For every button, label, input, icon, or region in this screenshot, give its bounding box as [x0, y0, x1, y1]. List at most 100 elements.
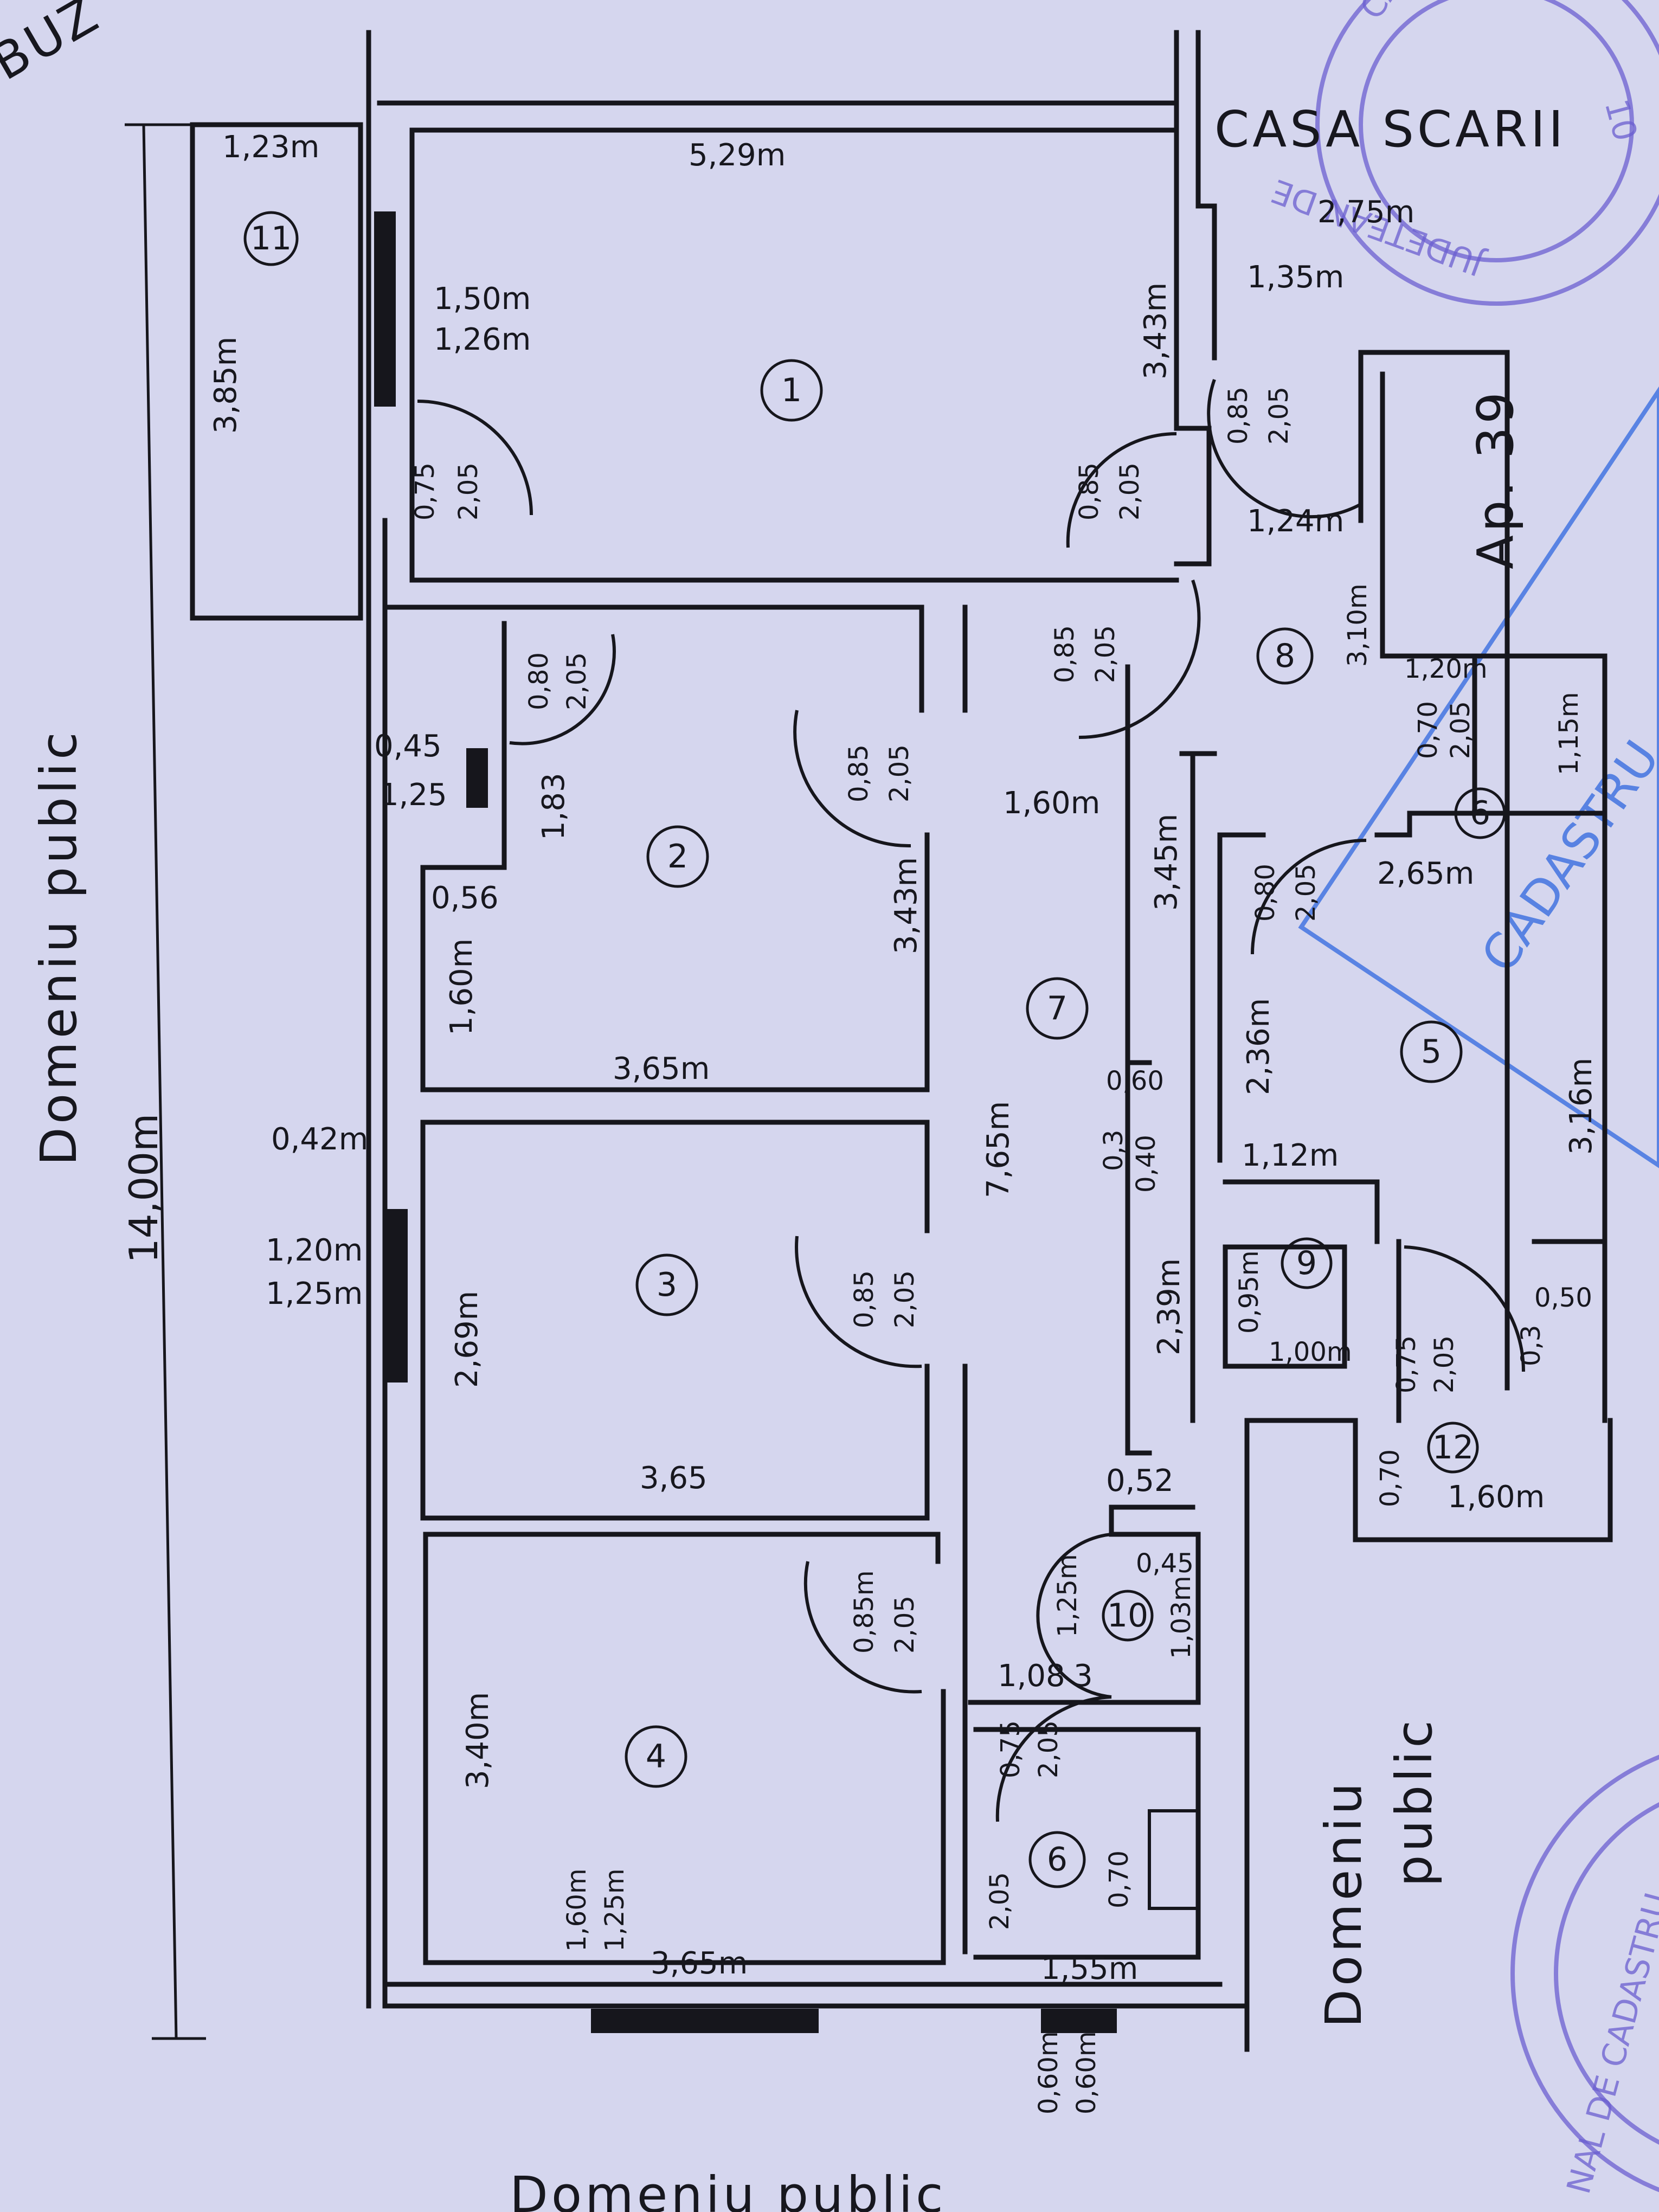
room-3: 3: [657, 1266, 677, 1304]
svg-text:0,56: 0,56: [431, 880, 499, 916]
room-labels: 11 1 2 3 4 5 6 7 8 6 10 12 9: [243, 211, 1506, 1888]
room-10: 10: [1107, 1597, 1148, 1635]
svg-text:1,25m: 1,25m: [600, 1868, 630, 1952]
svg-text:0,70: 0,70: [1375, 1449, 1405, 1507]
room-1: 1: [781, 371, 802, 409]
svg-text:3,43m: 3,43m: [1138, 282, 1173, 380]
svg-text:2,05: 2,05: [1445, 701, 1476, 759]
label-domeniu-public-right-1: Domeniu: [1315, 1779, 1373, 2028]
svg-text:0,42m: 0,42m: [271, 1122, 368, 1157]
label-total-height: 14,00m: [121, 1114, 166, 1263]
svg-text:3,45m: 3,45m: [1149, 814, 1184, 911]
svg-text:7,65m: 7,65m: [981, 1101, 1016, 1198]
svg-text:1,55m: 1,55m: [1041, 1951, 1138, 1986]
svg-text:0,52: 0,52: [1106, 1463, 1174, 1499]
svg-text:0,70: 0,70: [1104, 1850, 1134, 1908]
svg-text:0,85: 0,85: [1074, 462, 1104, 520]
svg-text:0,50: 0,50: [1534, 1283, 1592, 1313]
svg-text:2,05: 2,05: [1429, 1335, 1459, 1393]
area-labels: CASA SCARII Domeniu public Domeniu publi…: [0, 0, 1566, 2212]
doors: [417, 379, 1526, 1822]
svg-text:NAL DE CADASTRU: NAL DE CADASTRU: [1560, 1889, 1659, 2198]
svg-text:0,85m: 0,85m: [849, 1570, 879, 1654]
svg-text:10: 10: [1597, 95, 1644, 145]
svg-text:1,26m: 1,26m: [434, 322, 531, 357]
svg-text:1,50m: 1,50m: [434, 281, 531, 317]
svg-text:3,65m: 3,65m: [613, 1051, 710, 1086]
svg-text:1,83: 1,83: [536, 773, 571, 840]
svg-text:0,80: 0,80: [1250, 864, 1281, 922]
room-2: 2: [667, 838, 688, 876]
svg-text:0,75: 0,75: [410, 462, 440, 520]
svg-text:1,20m: 1,20m: [1404, 654, 1488, 684]
svg-text:1,60m: 1,60m: [562, 1868, 592, 1952]
svg-text:3,65m: 3,65m: [651, 1946, 748, 1981]
kitchen-fixture: [1148, 1809, 1200, 1910]
svg-text:0,85: 0,85: [849, 1270, 879, 1328]
svg-text:0,70: 0,70: [1413, 701, 1443, 759]
room-4: 4: [646, 1738, 666, 1776]
svg-text:2,05: 2,05: [562, 652, 592, 710]
svg-text:2,05: 2,05: [985, 1872, 1015, 1930]
svg-text:3,10m: 3,10m: [1342, 583, 1373, 667]
svg-text:0,3: 0,3: [1516, 1325, 1546, 1366]
room-6b: 6: [1470, 794, 1490, 832]
svg-text:2,05: 2,05: [1264, 387, 1294, 445]
room-9: 9: [1296, 1244, 1317, 1282]
total-height-dimension: [125, 123, 206, 2040]
room-12: 12: [1432, 1429, 1474, 1467]
svg-text:1,00m: 1,00m: [1269, 1337, 1352, 1367]
label-corner: BUZ: [0, 0, 110, 92]
outer-walls: [190, 30, 1613, 2052]
svg-text:2,05: 2,05: [1090, 625, 1121, 683]
svg-text:0,45: 0,45: [1136, 1548, 1194, 1579]
svg-text:3,65: 3,65: [640, 1461, 708, 1496]
label-domeniu-public-bottom: Domeniu public: [510, 2166, 947, 2212]
svg-text:2,05: 2,05: [890, 1596, 920, 1654]
svg-text:3: 3: [1073, 1658, 1093, 1694]
room-7: 7: [1047, 989, 1068, 1027]
svg-text:2,39m: 2,39m: [1152, 1258, 1187, 1355]
svg-text:1,03m: 1,03m: [1166, 1576, 1197, 1659]
room-6: 6: [1047, 1841, 1068, 1879]
svg-text:2,05: 2,05: [884, 744, 915, 802]
label-ap39: Ap. 39: [1467, 389, 1525, 569]
svg-text:0,60m: 0,60m: [1033, 2031, 1064, 2114]
svg-text:0,75: 0,75: [995, 1720, 1026, 1778]
svg-text:2,36m: 2,36m: [1241, 998, 1276, 1095]
svg-text:1,08: 1,08: [998, 1658, 1065, 1694]
svg-text:3,85m: 3,85m: [208, 337, 243, 434]
svg-text:0,95m: 0,95m: [1234, 1250, 1264, 1334]
dimension-labels: 1,23m 5,29m 2,75m 1,35m 3,43m 3,85m 1,50…: [208, 130, 1599, 2114]
svg-text:0,45: 0,45: [374, 729, 442, 764]
stamp-bottom-right: NAL DE CADASTRU: [1510, 1754, 1659, 2198]
svg-text:3,16m: 3,16m: [1564, 1058, 1599, 1155]
svg-text:1,25m: 1,25m: [266, 1276, 363, 1311]
svg-text:2,69m: 2,69m: [449, 1291, 485, 1388]
svg-text:0,85: 0,85: [1050, 625, 1080, 683]
interior-walls: [382, 426, 1607, 1965]
svg-text:1,60m: 1,60m: [444, 938, 479, 1036]
label-domeniu-public-left: Domeniu public: [30, 729, 88, 1166]
svg-text:1,15m: 1,15m: [1554, 692, 1584, 775]
svg-text:3,40m: 3,40m: [460, 1692, 496, 1789]
room-5: 5: [1421, 1033, 1442, 1071]
svg-text:2,05: 2,05: [453, 462, 484, 520]
svg-text:0,60m: 0,60m: [1071, 2031, 1102, 2114]
svg-text:1,25: 1,25: [380, 777, 447, 813]
svg-text:1,12m: 1,12m: [1242, 1138, 1339, 1173]
room-8: 8: [1275, 637, 1295, 675]
svg-text:1,20m: 1,20m: [266, 1233, 363, 1268]
svg-text:1,60m: 1,60m: [1003, 786, 1100, 821]
svg-text:1,60m: 1,60m: [1448, 1480, 1545, 1515]
svg-text:1,24m: 1,24m: [1247, 504, 1344, 539]
windows: [374, 211, 1117, 2033]
svg-text:3,43m: 3,43m: [889, 857, 924, 954]
svg-text:2,05: 2,05: [1033, 1720, 1064, 1778]
svg-text:0,3: 0,3: [1098, 1130, 1129, 1171]
svg-text:2,05: 2,05: [890, 1270, 920, 1328]
svg-text:1,35m: 1,35m: [1247, 260, 1344, 295]
label-casa-scarii: CASA SCARII: [1214, 100, 1566, 158]
svg-text:0,75: 0,75: [1391, 1335, 1422, 1393]
